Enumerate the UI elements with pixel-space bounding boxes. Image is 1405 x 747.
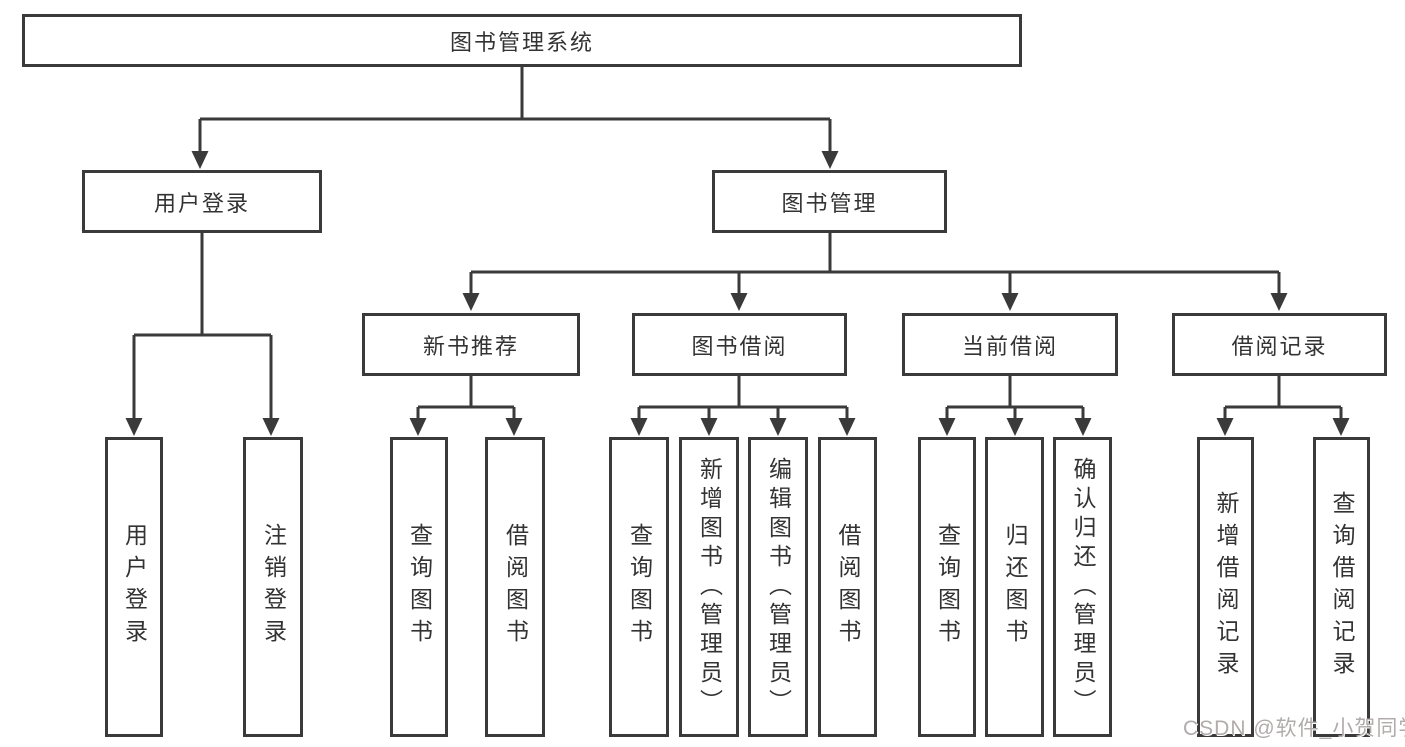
leaf-borrowing-query-books: 查询图书 <box>609 437 669 737</box>
node-user-login-branch: 用户登录 <box>82 170 322 233</box>
leaf-current-return-books: 归还图书 <box>985 437 1044 737</box>
node-current-borrowing: 当前借阅 <box>902 313 1118 376</box>
leaf-records-query-record: 查询借阅记录 <box>1313 437 1370 737</box>
node-library-system: 图书管理系统 <box>22 14 1022 67</box>
node-book-management: 图书管理 <box>712 170 947 233</box>
leaf-user-login: 用户登录 <box>105 437 163 737</box>
leaf-records-add-record: 新增借阅记录 <box>1197 437 1254 737</box>
leaf-recommend-query-books: 查询图书 <box>390 437 448 737</box>
leaf-logout: 注销登录 <box>243 437 303 737</box>
node-book-borrowing: 图书借阅 <box>632 313 847 376</box>
node-new-book-recommend: 新书推荐 <box>362 313 580 376</box>
leaf-borrowing-borrow-books: 借阅图书 <box>818 437 877 737</box>
node-borrowing-records: 借阅记录 <box>1172 313 1387 376</box>
leaf-current-confirm-return-admin: 确认归还（管理员） <box>1053 437 1112 737</box>
leaf-borrowing-edit-books-admin: 编辑图书（管理员） <box>748 437 808 737</box>
leaf-current-query-books: 查询图书 <box>918 437 976 737</box>
csdn-watermark: CSDN @软件_小贺同学 <box>1183 717 1405 740</box>
leaf-recommend-borrow-books: 借阅图书 <box>485 437 545 737</box>
leaf-borrowing-add-books-admin: 新增图书（管理员） <box>679 437 739 737</box>
